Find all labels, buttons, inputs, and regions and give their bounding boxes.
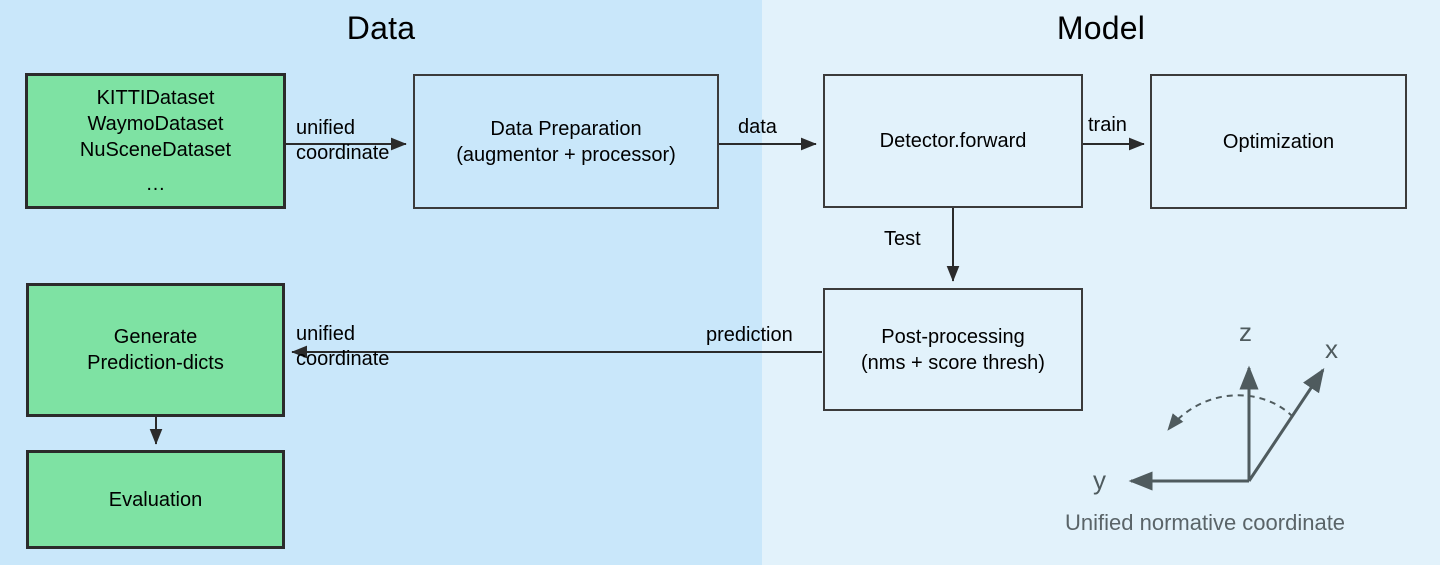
node-generate-line-2: Prediction-dicts — [87, 352, 224, 374]
coord-axis-z-label: z — [1239, 317, 1252, 347]
model-panel-title: Model — [1056, 10, 1146, 46]
edge-label-unified-top-line-2: coordinate — [296, 142, 390, 164]
node-datasets-line-2: WaymoDataset — [87, 113, 224, 135]
edge-label-unified-bottom-line-2: coordinate — [296, 348, 390, 370]
coord-caption: Unified normative coordinate — [1065, 510, 1346, 535]
node-detector-forward[interactable]: Detector.forward — [823, 74, 1083, 208]
node-optimization[interactable]: Optimization — [1150, 74, 1407, 209]
edge-label-unified-bottom-line-1: unified — [296, 323, 355, 345]
node-evaluation[interactable]: Evaluation — [26, 450, 285, 549]
node-generate-line-1: Generate — [113, 326, 198, 348]
node-datasets-line-1: KITTIDataset — [96, 87, 215, 109]
node-optimization-label: Optimization — [1222, 130, 1335, 153]
node-datasets-line-4: … — [145, 173, 166, 195]
edge-label-unified-coordinate-top: unified coordinate — [296, 116, 389, 166]
coord-axis-x-label: x — [1325, 334, 1338, 364]
edge-label-train: train — [1088, 114, 1127, 136]
node-post-processing-line-1: Post-processing — [881, 325, 1025, 348]
data-panel-title: Data — [346, 10, 416, 46]
node-detector-forward-label: Detector.forward — [879, 130, 1027, 152]
edge-label-unified-top-line-1: unified — [296, 117, 355, 139]
node-post-processing[interactable]: Post-processing (nms + score thresh) — [823, 288, 1083, 411]
node-data-preparation[interactable]: Data Preparation (augmentor + processor) — [413, 74, 719, 209]
node-post-processing-line-2: (nms + score thresh) — [861, 351, 1045, 374]
node-data-preparation-line-1: Data Preparation — [490, 117, 642, 140]
edge-label-test: Test — [884, 228, 921, 250]
node-generate-prediction-dicts[interactable]: Generate Prediction-dicts — [26, 283, 285, 417]
edge-label-data: data — [738, 116, 777, 138]
node-datasets[interactable]: KITTIDataset WaymoDataset NuSceneDataset… — [25, 73, 286, 209]
coord-axis-y-label: y — [1093, 465, 1106, 495]
node-datasets-line-3: NuSceneDataset — [79, 139, 232, 161]
edge-label-unified-coordinate-bottom: unified coordinate — [296, 322, 389, 372]
node-evaluation-label: Evaluation — [108, 488, 203, 511]
edge-label-prediction: prediction — [706, 324, 793, 346]
node-data-preparation-line-2: (augmentor + processor) — [456, 143, 676, 166]
